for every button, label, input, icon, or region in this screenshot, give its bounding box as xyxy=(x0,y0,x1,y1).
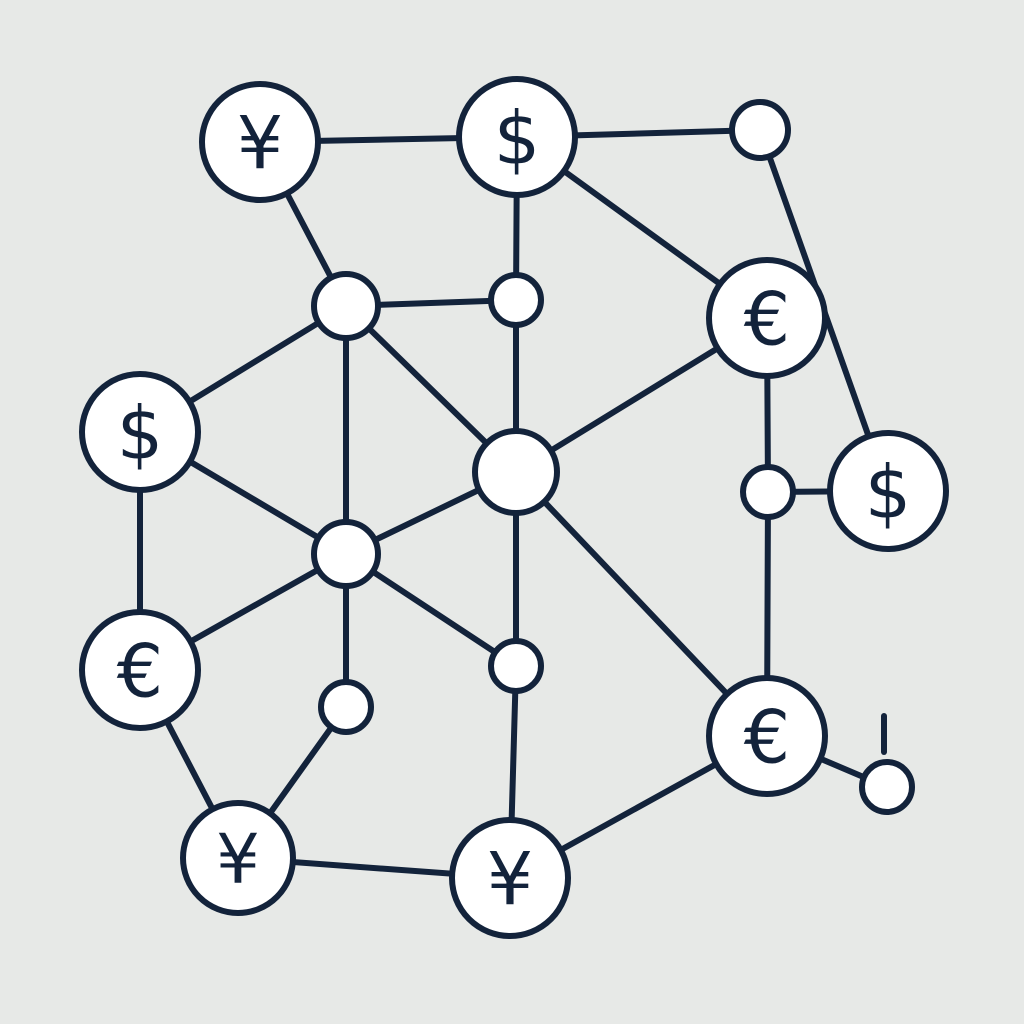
nodes-layer: ¥ $ € $ $ € € ¥ ¥ xyxy=(79,76,949,939)
euro-lower-right-circle xyxy=(706,675,828,797)
euro-lower-right-node: € xyxy=(706,675,828,797)
yen-icon: ¥ xyxy=(216,820,260,900)
yen-bottom-node: ¥ xyxy=(449,817,571,939)
yen-icon: ¥ xyxy=(237,102,283,187)
hub-top-right-node xyxy=(729,99,791,161)
hub-lower-center-node xyxy=(488,638,544,694)
yen-bottom-left-node: ¥ xyxy=(180,800,296,916)
euro-left-circle xyxy=(79,609,201,731)
dollar-right-circle xyxy=(827,430,949,552)
hub-upper-center-node xyxy=(488,272,544,328)
dollar-top-circle xyxy=(456,76,578,198)
euro-icon: € xyxy=(744,696,790,781)
euro-icon: € xyxy=(744,278,790,363)
dollar-icon: $ xyxy=(865,451,911,536)
yen-bottom-left-circle xyxy=(180,800,296,916)
dollar-left-circle xyxy=(79,371,201,493)
dollar-top-node: $ xyxy=(456,76,578,198)
yen-top-node: ¥ xyxy=(199,81,321,203)
hub-upper-left-node xyxy=(311,271,381,341)
yen-top-circle xyxy=(199,81,321,203)
euro-left-node: € xyxy=(79,609,201,731)
hub-center-node xyxy=(472,428,560,516)
yen-bottom-circle xyxy=(449,817,571,939)
hub-lower-left-node xyxy=(311,519,381,589)
dollar-right-node: $ xyxy=(827,430,949,552)
hub-bottom-right-node xyxy=(859,759,915,815)
dollar-icon: $ xyxy=(117,392,163,477)
hub-right-node xyxy=(740,464,796,520)
euro-icon: € xyxy=(117,630,163,715)
yen-icon: ¥ xyxy=(487,838,533,923)
euro-upper-right-node: € xyxy=(706,257,828,379)
euro-upper-right-circle xyxy=(706,257,828,379)
dollar-icon: $ xyxy=(494,97,540,182)
dollar-left-node: $ xyxy=(79,371,201,493)
hub-bottom-left-node xyxy=(318,679,374,735)
